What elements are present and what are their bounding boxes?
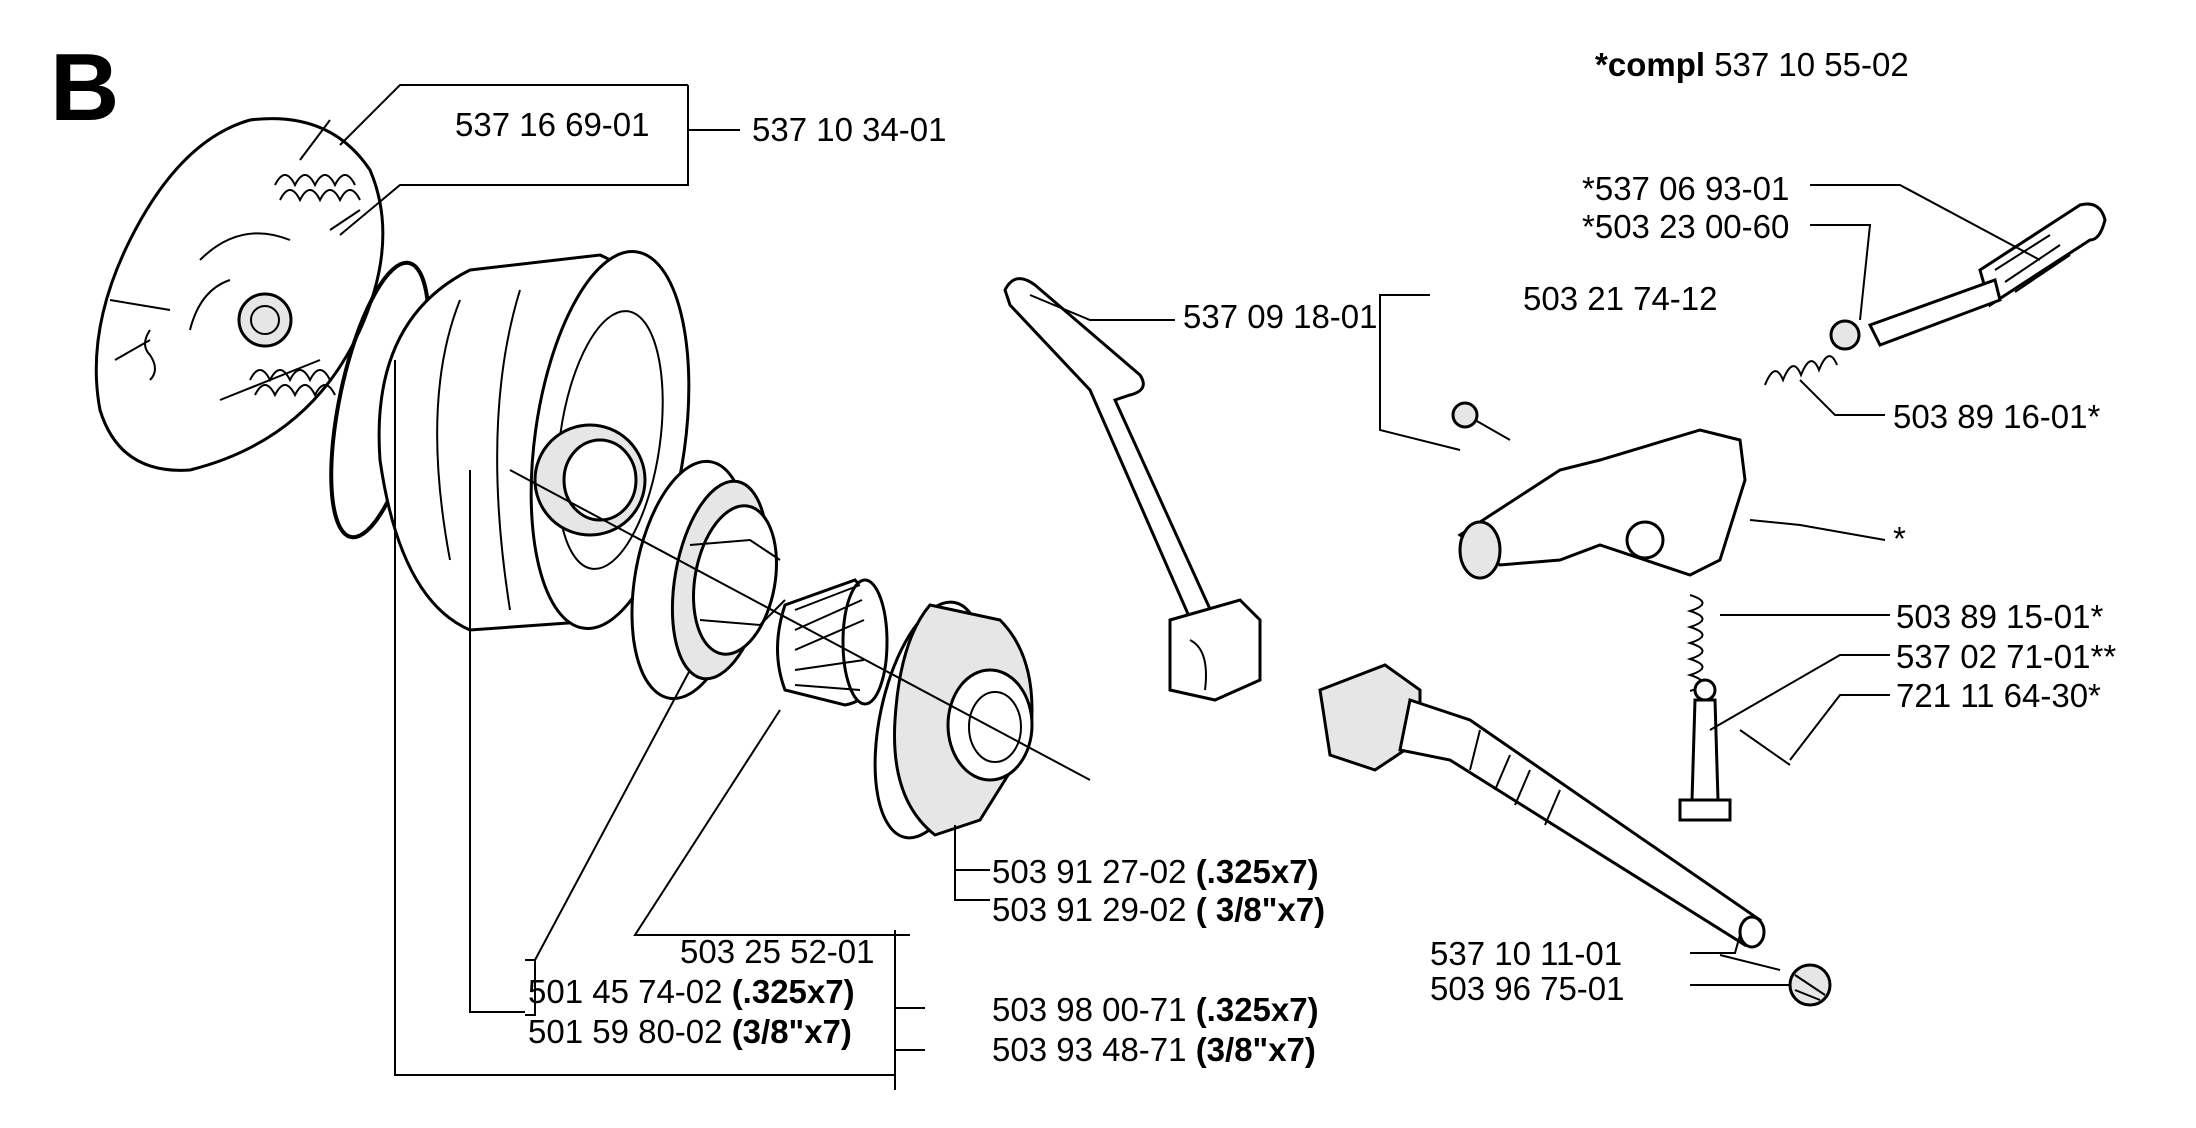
screw bbox=[1451, 401, 1479, 429]
label-sprocket-b: 503 91 29-02 ( 3/8"x7) bbox=[992, 893, 1325, 926]
drum-b-number: 503 93 48-71 bbox=[992, 1031, 1187, 1068]
label-pin: 721 11 64-30* bbox=[1896, 677, 2101, 714]
sprocket-a-spec: (.325x7) bbox=[1195, 853, 1319, 890]
filter bbox=[1719, 954, 1832, 1007]
label-shaft: *537 06 93-01 bbox=[1582, 170, 1790, 207]
clutch-drum bbox=[329, 250, 691, 632]
label-washer: *503 23 00-60 bbox=[1582, 208, 1790, 245]
label-spring-upper: 503 89 16-01* bbox=[1893, 398, 2101, 435]
label-rim-b: 501 59 80-02 (3/8"x7) bbox=[528, 1015, 852, 1048]
rim-a-number: 501 45 74-02 bbox=[528, 973, 723, 1010]
drum-b-spec: (3/8"x7) bbox=[1195, 1031, 1316, 1068]
rim-b-spec: (3/8"x7) bbox=[731, 1013, 852, 1050]
clutch-shoe-assembly bbox=[94, 117, 385, 472]
rim-sprocket bbox=[630, 459, 786, 701]
label-drum-b: 503 93 48-71 (3/8"x7) bbox=[992, 1033, 1316, 1066]
plunger bbox=[1678, 678, 1732, 822]
washer bbox=[1829, 319, 1861, 351]
compl-label: *compl 537 10 55-02 bbox=[1595, 48, 1909, 81]
label-clutch-assy: 537 10 34-01 bbox=[752, 111, 947, 148]
oil-pump-rod bbox=[1318, 663, 1766, 949]
label-lever: 537 09 18-01 bbox=[1183, 298, 1378, 335]
sprocket-b-spec: ( 3/8"x7) bbox=[1195, 891, 1326, 928]
drum-a-number: 503 98 00-71 bbox=[992, 991, 1187, 1028]
adjuster-bracket bbox=[1457, 428, 1747, 580]
spring-upper bbox=[1764, 355, 1838, 386]
label-rim-a: 501 45 74-02 (.325x7) bbox=[528, 975, 855, 1008]
pin bbox=[1739, 729, 1791, 766]
label-clutch-spring: 537 16 69-01 bbox=[455, 106, 650, 143]
adjuster-shaft bbox=[1867, 202, 2107, 347]
label-filter: 503 96 75-01 bbox=[1430, 970, 1625, 1007]
leader-lines bbox=[339, 84, 2041, 1090]
clutch-spring-lower bbox=[249, 369, 336, 398]
label-spring-lower: 503 89 15-01* bbox=[1896, 598, 2104, 635]
label-plunger: 537 02 71-01** bbox=[1896, 638, 2117, 675]
spring-lower bbox=[1686, 594, 1704, 692]
clutch-spring-upper bbox=[274, 174, 361, 203]
section-letter: B bbox=[50, 34, 120, 141]
compl-number: 537 10 55-02 bbox=[1714, 46, 1909, 83]
label-drum-a: 503 98 00-71 (.325x7) bbox=[992, 993, 1319, 1026]
label-screw: 503 21 74-12 bbox=[1523, 280, 1718, 317]
rim-b-number: 501 59 80-02 bbox=[528, 1013, 723, 1050]
label-pump-rod: 537 10 11-01 bbox=[1430, 935, 1623, 972]
label-bearing: 503 25 52-01 bbox=[680, 933, 875, 970]
compl-prefix: *compl bbox=[1595, 46, 1706, 83]
rim-a-spec: (.325x7) bbox=[731, 973, 855, 1010]
label-bracket: * bbox=[1893, 520, 1906, 557]
drum-a-spec: (.325x7) bbox=[1195, 991, 1319, 1028]
lever bbox=[1003, 277, 1262, 702]
label-sprocket-a: 503 91 27-02 (.325x7) bbox=[992, 855, 1319, 888]
sprocket-b-number: 503 91 29-02 bbox=[992, 891, 1187, 928]
spur-sprocket bbox=[873, 600, 1034, 840]
sprocket-a-number: 503 91 27-02 bbox=[992, 853, 1187, 890]
